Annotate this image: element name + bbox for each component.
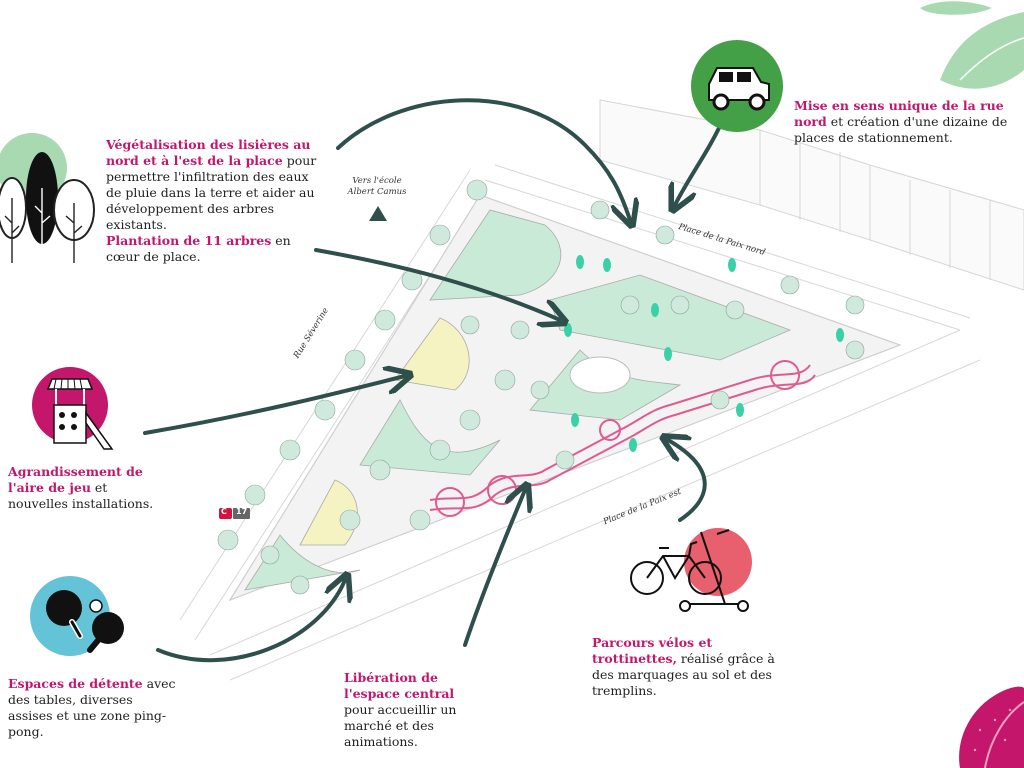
annotation-body: réalisé grâce à des marquages au sol et … bbox=[592, 651, 775, 698]
annotation-body: pour accueillir un marché et des animati… bbox=[344, 702, 457, 749]
leaf-decoration-icon bbox=[959, 686, 1024, 768]
annotation-title: Libération de l'espace central bbox=[344, 670, 455, 701]
school-label: Vers l'école Albert Camus bbox=[347, 176, 407, 197]
leaf-decoration-icon bbox=[920, 1, 1024, 89]
bus-stop-number: 17 bbox=[236, 507, 248, 516]
bus-stop-letter: C bbox=[221, 507, 227, 516]
ping-pong-icon bbox=[30, 576, 124, 656]
annotation-aire-de-jeu: Agrandissement de l'aire de jeu et nouve… bbox=[8, 464, 158, 512]
annotation-body: en cœur de place. bbox=[106, 233, 291, 264]
annotation-title: Végétalisation des lisières au nord et à… bbox=[106, 137, 311, 168]
annotation-title: Agrandissement de l'aire de jeu bbox=[8, 464, 143, 495]
annotation-title: Mise en sens unique de la rue nord bbox=[794, 98, 1004, 129]
annotation-liberation: Libération de l'espace central pour accu… bbox=[344, 670, 479, 750]
annotation-sens-unique: Mise en sens unique de la rue nord et cr… bbox=[794, 98, 1009, 146]
annotation-title: Plantation de 11 arbres bbox=[106, 233, 272, 248]
annotation-body: et création d'une dizaine de places de s… bbox=[794, 114, 1008, 145]
bike-scooter-icon bbox=[630, 528, 752, 612]
annotation-title: Parcours vélos et trottinettes, bbox=[592, 635, 713, 666]
annotation-parcours: Parcours vélos et trottinettes, réalisé … bbox=[592, 635, 792, 699]
annotation-plantation: Plantation de 11 arbres en cœur de place… bbox=[106, 233, 321, 265]
playground-icon bbox=[32, 367, 114, 450]
car-icon bbox=[691, 40, 783, 132]
annotation-vegetalisation: Végétalisation des lisières au nord et à… bbox=[106, 137, 321, 233]
trees-icon bbox=[0, 133, 95, 263]
annotation-title: Espaces de détente bbox=[8, 676, 143, 691]
annotation-body: et nouvelles installations. bbox=[8, 480, 154, 511]
annotation-detente: Espaces de détente avec des tables, dive… bbox=[8, 676, 180, 740]
annotation-body: avec des tables, diverses assises et une… bbox=[8, 676, 176, 739]
annotation-body: pour permettre l'infiltration des eaux d… bbox=[106, 153, 317, 232]
